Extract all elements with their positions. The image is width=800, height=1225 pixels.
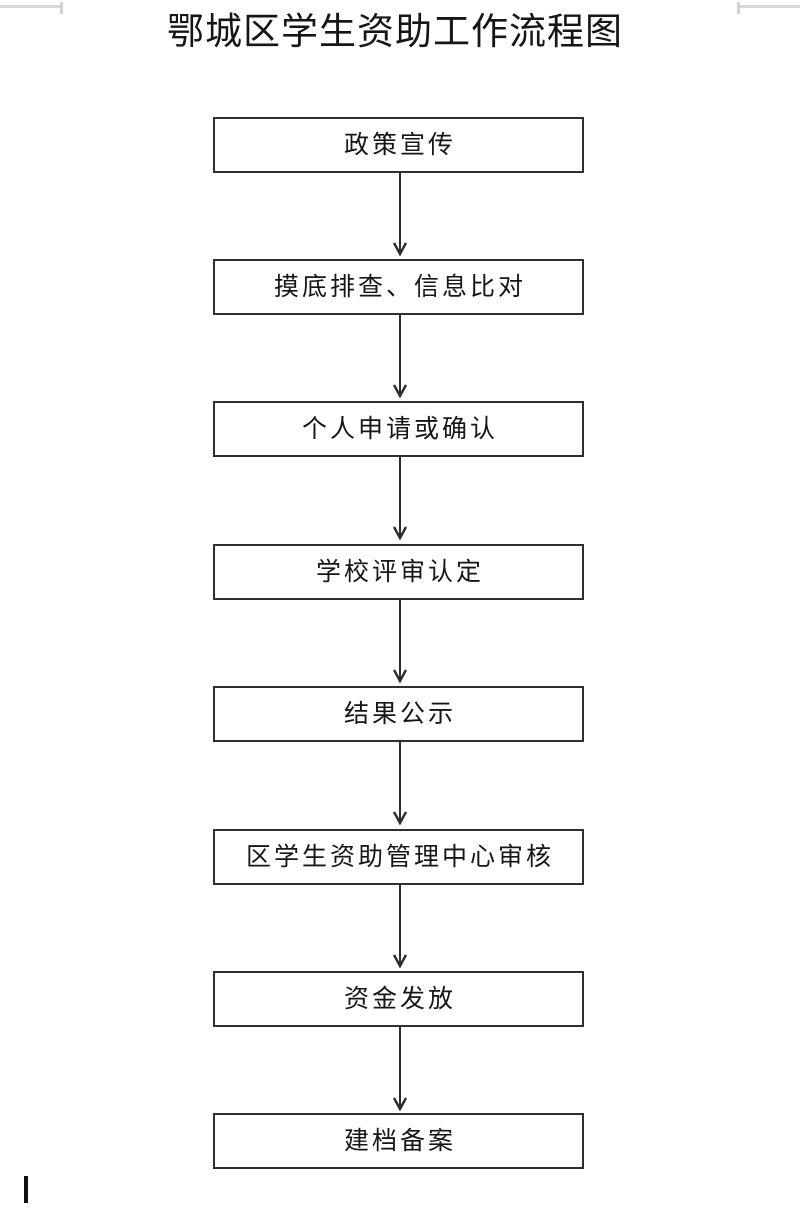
- flow-connector-2-to-3: [393, 315, 407, 398]
- flow-connector-3-to-4: [393, 457, 407, 540]
- flow-node-label: 学校评审认定: [315, 557, 484, 586]
- flow-node-label: 政策宣传: [343, 130, 456, 159]
- flow-node-8[interactable]: 建档备案: [213, 1113, 584, 1169]
- flow-node-7[interactable]: 资金发放: [213, 971, 584, 1027]
- page-margin-tick-top-left: [60, 2, 63, 14]
- arrowhead-down-icon: [393, 1097, 407, 1111]
- connector-shaft: [399, 315, 401, 397]
- page-margin-guide-top-left: [0, 5, 62, 8]
- flow-node-2[interactable]: 摸底排查、信息比对: [213, 259, 584, 315]
- text-insertion-caret: [24, 1176, 28, 1203]
- flow-connector-1-to-2: [393, 173, 407, 256]
- flow-connector-4-to-5: [393, 600, 407, 683]
- flow-node-label: 个人申请或确认: [301, 414, 498, 443]
- arrowhead-down-icon: [393, 669, 407, 683]
- flow-node-1[interactable]: 政策宣传: [213, 117, 584, 173]
- arrowhead-down-icon: [393, 954, 407, 968]
- flow-node-label: 建档备案: [343, 1126, 456, 1155]
- flow-connector-6-to-7: [393, 885, 407, 968]
- flow-node-label: 资金发放: [343, 984, 456, 1013]
- page-margin-tick-top-right: [737, 2, 740, 14]
- page-margin-guide-top-right: [738, 5, 800, 8]
- arrowhead-down-icon: [393, 526, 407, 540]
- flow-node-label: 区学生资助管理中心审核: [245, 842, 554, 871]
- flow-node-4[interactable]: 学校评审认定: [213, 544, 584, 600]
- connector-shaft: [399, 600, 401, 682]
- arrowhead-down-icon: [393, 811, 407, 825]
- flow-node-label: 摸底排查、信息比对: [273, 272, 526, 301]
- connector-shaft: [399, 885, 401, 967]
- connector-shaft: [399, 742, 401, 824]
- flow-connector-7-to-8: [393, 1027, 407, 1111]
- connector-shaft: [399, 457, 401, 539]
- flow-node-6[interactable]: 区学生资助管理中心审核: [213, 829, 584, 885]
- connector-shaft: [399, 1027, 401, 1110]
- arrowhead-down-icon: [393, 242, 407, 256]
- connector-shaft: [399, 173, 401, 255]
- flow-node-3[interactable]: 个人申请或确认: [213, 401, 584, 457]
- flow-node-5[interactable]: 结果公示: [213, 686, 584, 742]
- page-title: 鄂城区学生资助工作流程图: [167, 10, 623, 53]
- flow-node-label: 结果公示: [343, 699, 456, 728]
- flow-connector-5-to-6: [393, 742, 407, 825]
- arrowhead-down-icon: [393, 384, 407, 398]
